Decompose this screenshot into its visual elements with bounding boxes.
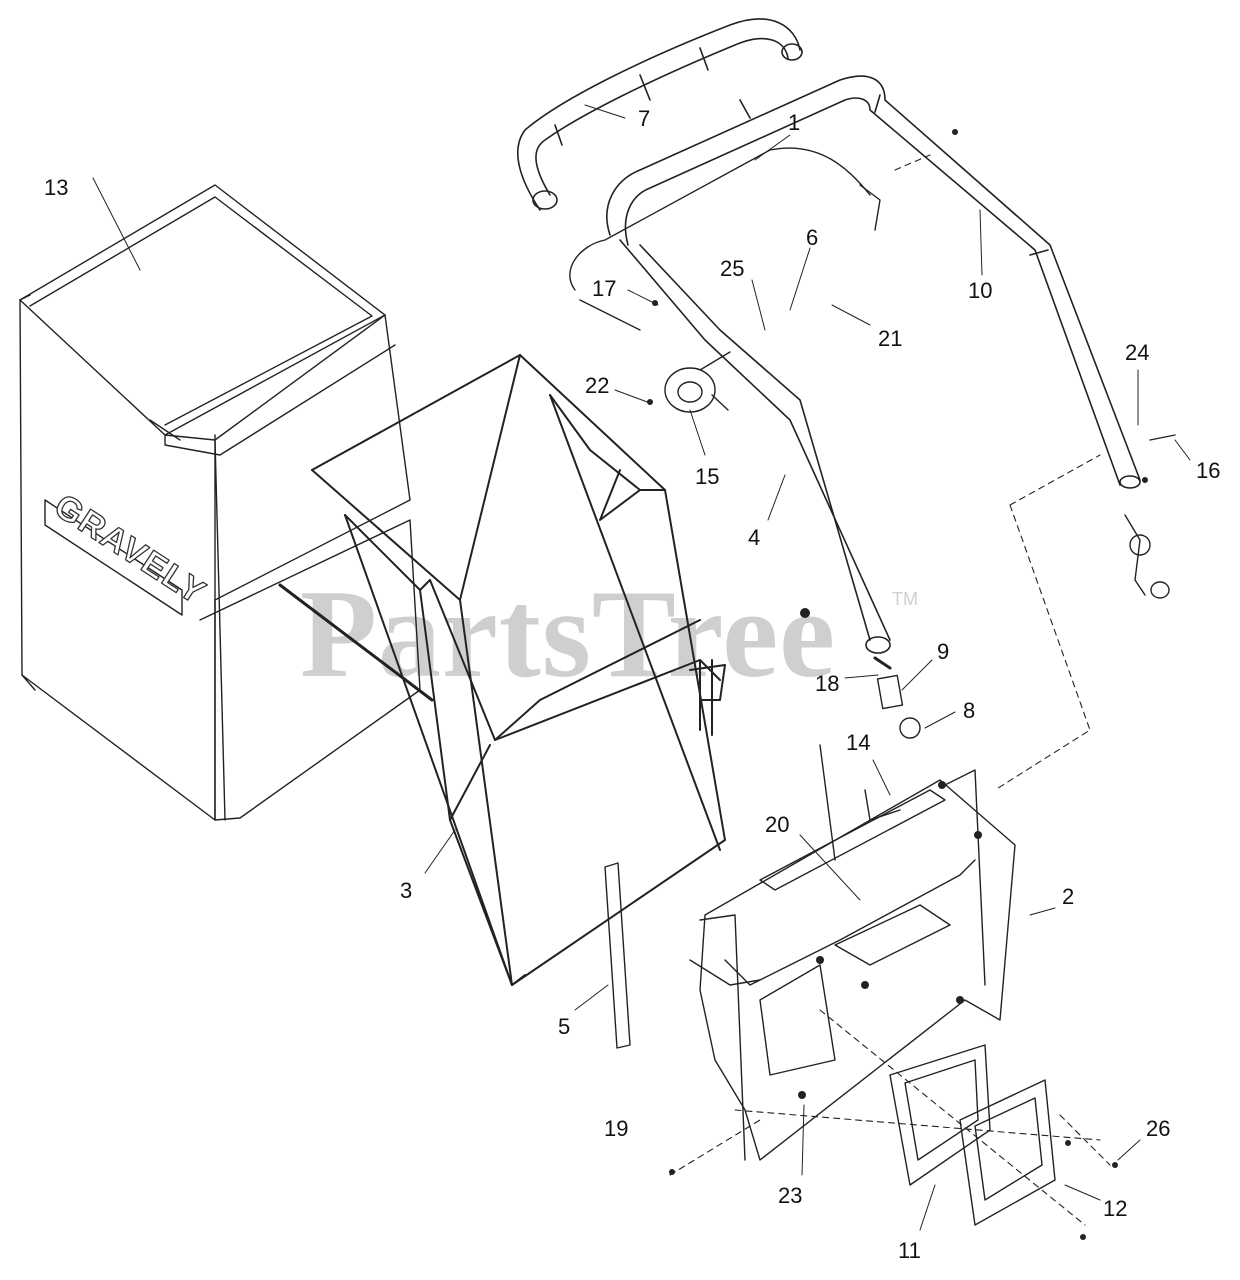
callout-17: 17	[592, 276, 617, 301]
callout-23: 23	[778, 1183, 803, 1208]
plate-part-11	[889, 1044, 991, 1186]
callout-26: 26	[1146, 1116, 1171, 1141]
callout-25: 25	[720, 256, 745, 281]
callout-5: 5	[558, 1014, 571, 1039]
callout-24: 24	[1125, 340, 1150, 365]
cable-part-1	[569, 147, 881, 331]
callout-4: 4	[748, 525, 761, 550]
callout-22: 22	[585, 373, 610, 398]
spring-and-cap-parts-8-9	[873, 656, 921, 739]
callout-8: 8	[963, 698, 976, 723]
callout-6: 6	[806, 225, 819, 250]
watermark-trademark: TM	[892, 589, 918, 609]
callout-21: 21	[878, 326, 903, 351]
upper-handle-part-10	[606, 75, 1141, 654]
callout-20: 20	[765, 812, 790, 837]
control-part-15	[664, 351, 731, 413]
callout-3: 3	[400, 878, 413, 903]
plate-part-12	[959, 1079, 1056, 1226]
callout-10: 10	[968, 278, 993, 303]
callout-13: 13	[44, 175, 69, 200]
gravely-logo-plate: GRAVELY	[44, 486, 214, 616]
alignment-lines	[669, 154, 1111, 1226]
callout-11: 11	[898, 1238, 921, 1263]
callout-19: 19	[604, 1116, 629, 1141]
callout-18: 18	[815, 671, 840, 696]
grip-part-7	[517, 18, 803, 211]
callout-12: 12	[1103, 1196, 1128, 1221]
mounting-bracket-part-2	[689, 744, 1016, 1161]
strip-part-5	[604, 862, 631, 1049]
callout-16: 16	[1196, 458, 1221, 483]
watermark-text: PartsTree	[300, 565, 837, 704]
callout-15: 15	[695, 464, 720, 489]
callout-2: 2	[1062, 884, 1075, 909]
handle-hardware	[1124, 434, 1176, 599]
fastener-dots	[647, 129, 1148, 1240]
callout-9: 9	[937, 639, 950, 664]
brand-logo-text: GRAVELY	[48, 487, 214, 613]
bag-frame-part-3	[311, 354, 726, 986]
leader-lines	[92, 104, 1191, 1231]
callout-1: 1	[788, 110, 801, 135]
callout-7: 7	[638, 106, 651, 131]
grass-bag-part-13	[19, 184, 434, 821]
callout-14: 14	[846, 730, 871, 755]
